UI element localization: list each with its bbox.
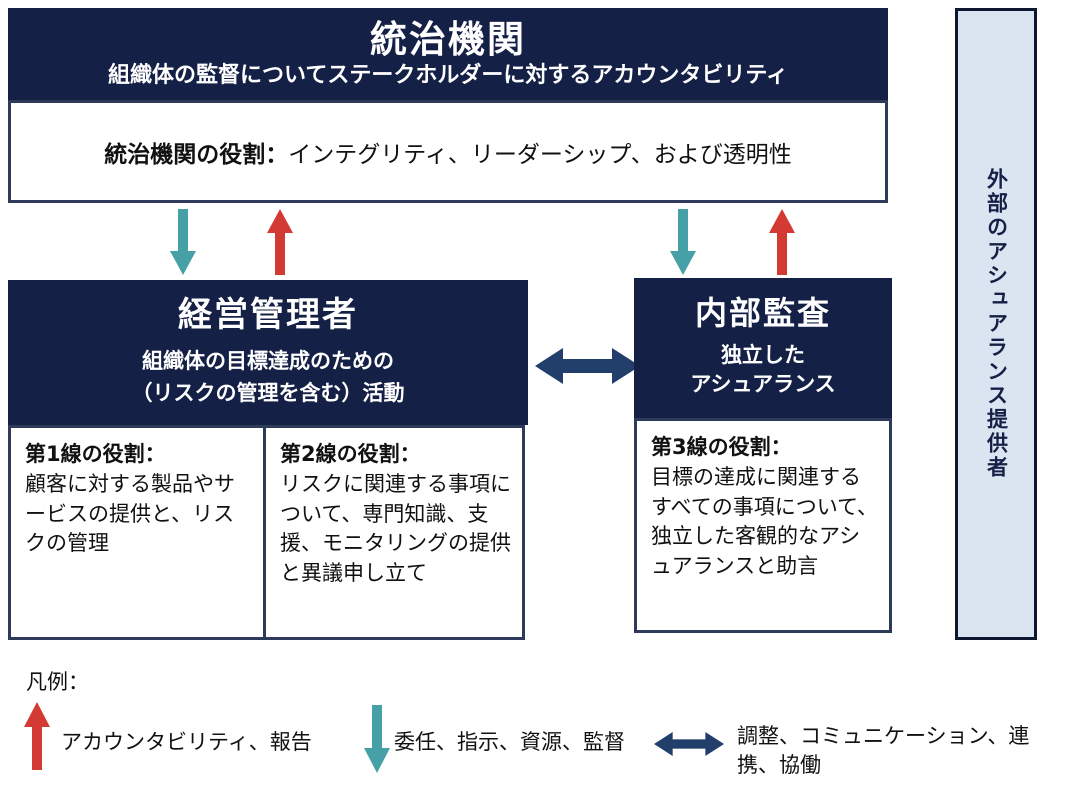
internal-audit-title: 内部監査 — [694, 293, 831, 332]
external-assurance-label: 外部のアシュアランス提供者 — [984, 168, 1009, 480]
management-subtitle-line2: （リスクの管理を含む）活動 — [131, 381, 405, 406]
governing-body-header: 統治機関 組織体の監督についてステークホルダーに対するアカウンタビリティ — [8, 8, 888, 100]
navy-double-arrow-icon — [535, 348, 640, 384]
external-assurance-box: 外部のアシュアランス提供者 — [955, 8, 1037, 640]
first-line-role-heading: 第1線の役割： — [25, 442, 166, 466]
internal-audit-subtitle-line1: 独立した — [721, 342, 805, 367]
internal-audit-header: 内部監査 独立した アシュアランス — [634, 278, 892, 418]
second-line-role-cell: 第2線の役割： リスクに関連する事項について、専門知識、支援、モニタリングの提供… — [263, 425, 525, 640]
management-header: 経営管理者 組織体の目標達成のための （リスクの管理を含む）活動 — [8, 280, 528, 425]
governing-body-box: 統治機関 組織体の監督についてステークホルダーに対するアカウンタビリティ 統治機… — [8, 8, 888, 203]
red-up-arrow-icon — [267, 209, 293, 275]
governing-role-box: 統治機関の役割：インテグリティ、リーダーシップ、および透明性 — [8, 100, 888, 203]
teal-down-arrow-icon — [170, 209, 196, 275]
governing-role-heading: 統治機関の役割： — [104, 141, 289, 168]
teal-down-arrow-icon — [670, 209, 696, 275]
legend-teal-down-arrow-icon — [364, 705, 390, 773]
red-up-arrow-icon — [769, 209, 795, 275]
legend-label-coordination: 調整、コミュニケーション、連携、協働 — [737, 724, 1030, 777]
third-line-role-heading: 第3線の役割： — [651, 435, 792, 459]
management-box: 経営管理者 組織体の目標達成のための （リスクの管理を含む）活動 第1線の役割：… — [8, 280, 528, 640]
second-line-role-heading: 第2線の役割： — [280, 442, 421, 466]
legend-label-accountability: アカウンタビリティ、報告 — [61, 730, 312, 754]
third-line-role-cell: 第3線の役割： 目標の達成に関連するすべての事項について、独立した客観的なアシュ… — [634, 418, 892, 633]
management-title: 経営管理者 — [178, 295, 358, 336]
first-line-role-cell: 第1線の役割： 顧客に対する製品やサービスの提供と、リスクの管理 — [8, 425, 266, 640]
legend-title: 凡例： — [26, 670, 89, 694]
governing-role-text: インテグリティ、リーダーシップ、および透明性 — [288, 141, 792, 168]
legend-red-up-arrow-icon — [24, 702, 50, 770]
legend-label-delegation: 委任、指示、資源、監督 — [394, 730, 625, 754]
third-line-role-body: 目標の達成に関連するすべての事項について、独立した客観的なアシュアランスと助言 — [651, 464, 879, 579]
internal-audit-box: 内部監査 独立した アシュアランス 第3線の役割： 目標の達成に関連するすべての… — [634, 278, 892, 633]
governing-body-subtitle: 組織体の監督についてステークホルダーに対するアカウンタビリティ — [107, 63, 789, 88]
management-subtitle-line1: 組織体の目標達成のための — [142, 348, 394, 373]
first-line-role-body: 顧客に対する製品やサービスの提供と、リスクの管理 — [25, 471, 235, 556]
governing-body-title: 統治機関 — [370, 18, 526, 61]
second-line-role-body: リスクに関連する事項について、専門知識、支援、モニタリングの提供と異議申し立て — [280, 471, 511, 586]
internal-audit-subtitle-line2: アシュアランス — [690, 372, 836, 396]
management-role-columns: 第1線の役割： 顧客に対する製品やサービスの提供と、リスクの管理 第2線の役割：… — [8, 425, 528, 640]
legend-navy-double-arrow-icon — [654, 732, 724, 756]
